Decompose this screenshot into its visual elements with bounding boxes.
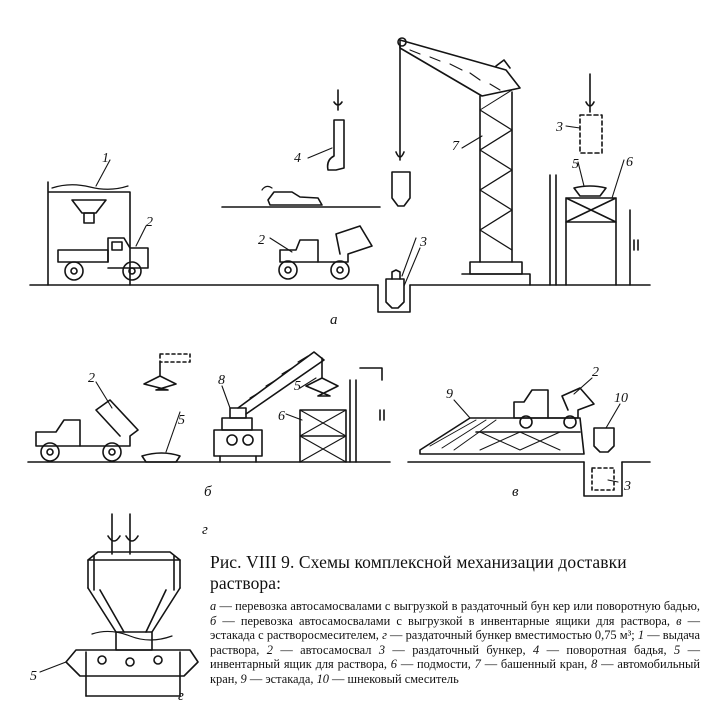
legend-key: 4	[532, 642, 540, 657]
callout-v-3: 3	[623, 479, 631, 494]
callout-a-3-center: 3	[419, 235, 427, 250]
callout-a-5: 5	[572, 157, 579, 172]
bunker-3-in-pit	[385, 278, 405, 309]
callout-a-3-right: 3	[555, 120, 563, 135]
bunker-pit	[377, 284, 411, 313]
callout-v-2: 2	[592, 365, 599, 380]
legend-text: — поворотная бадья,	[539, 642, 674, 657]
callout-a-1: 1	[102, 151, 109, 166]
callout-leaders	[95, 125, 625, 483]
callout-b-6: 6	[278, 409, 285, 424]
legend-key: 6	[390, 657, 397, 672]
legend-text: — эстакада,	[246, 671, 317, 686]
legend-text: — шнековый смеситель	[328, 671, 459, 686]
legend-key: 5	[673, 642, 681, 657]
legend-text: — раздаточный бункер вместимостью 0,75 м…	[386, 628, 638, 643]
distribution-bunker	[47, 181, 131, 286]
dump-truck-b	[35, 399, 139, 462]
sub-label-g-bottom: г	[178, 688, 184, 704]
scaffold-b	[299, 367, 385, 463]
figure-caption: Рис. VIII 9. Схемы комплексной механизац…	[210, 552, 700, 687]
legend-key: 1	[637, 628, 645, 643]
legend-key: 7	[474, 657, 481, 672]
dump-truck-a-center	[278, 225, 373, 280]
scheme-a	[29, 37, 651, 313]
legend-text: — подмости,	[397, 657, 475, 672]
sub-label-a: а	[330, 312, 338, 328]
screw-mixer	[593, 427, 615, 453]
legend-text: — раздаточный бункер,	[385, 642, 533, 657]
legend-key: б	[210, 613, 217, 628]
sub-label-v: в	[512, 484, 519, 500]
callout-g-5: 5	[30, 669, 37, 684]
caption-title: Рис. VIII 9. Схемы комплексной механизац…	[210, 552, 627, 593]
callout-v-10: 10	[614, 391, 628, 406]
legend-key: 2	[266, 642, 273, 657]
dump-truck-a-left	[57, 237, 149, 281]
legend-text: — башенный кран,	[480, 657, 592, 672]
callout-a-2-left: 2	[146, 215, 153, 230]
scheme-b	[27, 351, 391, 463]
scheme-v	[407, 387, 651, 497]
legend-key: г	[382, 628, 387, 643]
callout-a-7: 7	[452, 139, 460, 154]
legend-key: 9	[240, 671, 247, 686]
sub-label-b: б	[204, 484, 212, 500]
legend-text: — автосамосвал	[272, 642, 379, 657]
callout-a-2-center: 2	[258, 233, 265, 248]
legend-text: — перевозка автосамосвалами с выгрузкой …	[216, 599, 700, 613]
callout-b-8: 8	[218, 373, 225, 388]
ramp	[419, 417, 585, 455]
callout-v-9: 9	[446, 387, 453, 402]
scaffold-with-box	[549, 73, 639, 286]
legend-text: — автомобильный кран,	[210, 657, 700, 686]
legend-key: 10	[316, 671, 329, 686]
rotary-bucket	[326, 89, 345, 171]
legend-key: 3	[378, 642, 386, 657]
callout-b-5-low: 5	[178, 413, 185, 428]
legend-text: — инвентарный ящик для раствора,	[210, 642, 700, 672]
legend-key: в	[676, 613, 682, 628]
legend-text: — перевозка автосамосвалами с выгрузкой …	[216, 613, 677, 628]
callout-b-5-high: 5	[294, 379, 301, 394]
scheme-g-bunker	[39, 513, 199, 697]
legend-text: — выдача раствора,	[210, 628, 700, 657]
sub-label-g-top: г	[202, 522, 208, 538]
dump-truck-v	[513, 387, 595, 429]
callout-a-6: 6	[626, 155, 633, 170]
callout-b-2: 2	[88, 371, 95, 386]
caption-legend: а — перевозка автосамосвалами с выгрузко…	[210, 599, 700, 687]
tower-crane	[397, 37, 531, 286]
callout-a-4: 4	[294, 151, 301, 166]
legend-key: 8	[591, 657, 598, 672]
truck-crane	[213, 351, 339, 463]
pit-v	[583, 461, 623, 497]
legend-text: — эстакада с растворосмесителем,	[210, 613, 700, 643]
legend-key: а	[210, 599, 217, 613]
